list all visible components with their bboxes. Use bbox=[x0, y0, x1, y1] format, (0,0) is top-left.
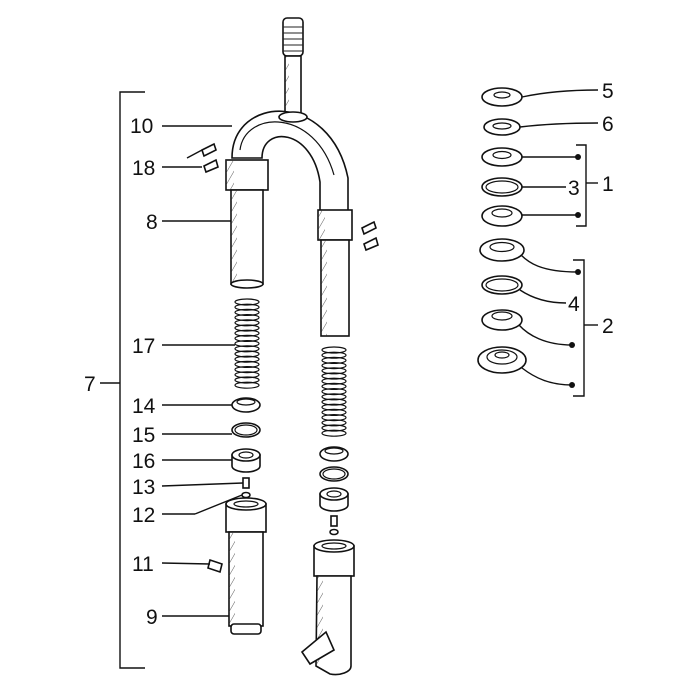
callout-2: 2 bbox=[602, 315, 614, 338]
spring-coil bbox=[321, 393, 347, 401]
part-1a bbox=[481, 147, 523, 167]
right-bushings bbox=[319, 446, 349, 536]
spring-coil bbox=[321, 408, 347, 416]
spring-coil bbox=[321, 351, 347, 359]
callout-8: 8 bbox=[146, 211, 158, 234]
callout-14: 14 bbox=[132, 395, 156, 418]
spring-coil bbox=[234, 329, 260, 337]
callout-6: 6 bbox=[602, 113, 614, 136]
spring-coil bbox=[321, 398, 347, 406]
left-upper-tube bbox=[225, 159, 269, 289]
spring-coil bbox=[321, 382, 347, 390]
callout-4: 4 bbox=[568, 293, 580, 316]
spring-coil bbox=[234, 360, 260, 368]
spring-coil bbox=[234, 371, 260, 379]
spring-coil bbox=[321, 346, 347, 354]
spring-coil bbox=[321, 362, 347, 370]
spring-coil bbox=[234, 340, 260, 348]
spring-coil bbox=[234, 376, 260, 384]
steering-stem bbox=[282, 17, 304, 119]
spring-coil bbox=[234, 324, 260, 332]
spring-coil bbox=[321, 377, 347, 385]
spring-coil bbox=[321, 403, 347, 411]
part-5 bbox=[481, 87, 523, 107]
left-washer-12 bbox=[241, 491, 251, 499]
spring-coil bbox=[234, 345, 260, 353]
spring-coil bbox=[234, 355, 260, 363]
spring-coil bbox=[321, 356, 347, 364]
spring-coil bbox=[234, 381, 260, 389]
spring-coil bbox=[234, 350, 260, 358]
bearing-set bbox=[477, 87, 527, 374]
right-lower-slider bbox=[300, 539, 355, 676]
spring-coil bbox=[321, 388, 347, 396]
spring-coil bbox=[234, 314, 260, 322]
left-bushing-14 bbox=[231, 397, 261, 413]
spring-coil bbox=[321, 372, 347, 380]
spring-coil bbox=[234, 366, 260, 374]
part-1b bbox=[481, 205, 523, 227]
part-6 bbox=[483, 118, 521, 136]
fork-arch bbox=[231, 110, 349, 216]
callout-17: 17 bbox=[132, 335, 155, 358]
right-upper-tube bbox=[317, 209, 353, 337]
part-2c bbox=[477, 346, 527, 374]
left-o-ring-15 bbox=[231, 422, 261, 438]
left-drain-screw-11 bbox=[207, 558, 223, 574]
spring-coil bbox=[234, 308, 260, 316]
callout-12: 12 bbox=[132, 504, 155, 527]
spring-coil bbox=[234, 303, 260, 311]
callout-15: 15 bbox=[132, 424, 155, 447]
callout-9: 9 bbox=[146, 606, 158, 629]
spring-coil bbox=[234, 334, 260, 342]
callout-1: 1 bbox=[602, 173, 614, 196]
left-bushing-16 bbox=[231, 448, 261, 473]
callout-5: 5 bbox=[602, 80, 614, 103]
spring-coil bbox=[321, 419, 347, 427]
callout-18: 18 bbox=[132, 157, 155, 180]
spring-coil bbox=[321, 424, 347, 432]
callout-11: 11 bbox=[132, 553, 154, 576]
left-spring bbox=[234, 298, 260, 390]
clamp-bolts-18 bbox=[201, 142, 379, 252]
callout-10: 10 bbox=[130, 115, 153, 138]
spring-coil bbox=[321, 367, 347, 375]
callout-13: 13 bbox=[132, 476, 155, 499]
left-lower-slider bbox=[225, 497, 267, 635]
callout-7: 7 bbox=[84, 373, 96, 396]
spring-coil bbox=[234, 298, 260, 306]
right-spring bbox=[321, 346, 347, 437]
leader-dots bbox=[569, 154, 581, 388]
callout-labels: 10 18 8 17 7 14 15 16 13 12 11 9 5 6 3 1… bbox=[84, 80, 614, 629]
spring-coil bbox=[321, 414, 347, 422]
spring-coil bbox=[234, 319, 260, 327]
callout-3: 3 bbox=[568, 177, 580, 200]
leader-lines bbox=[100, 89, 599, 669]
left-screw-13 bbox=[242, 477, 250, 489]
spring-coil bbox=[321, 429, 347, 437]
callout-16: 16 bbox=[132, 450, 155, 473]
